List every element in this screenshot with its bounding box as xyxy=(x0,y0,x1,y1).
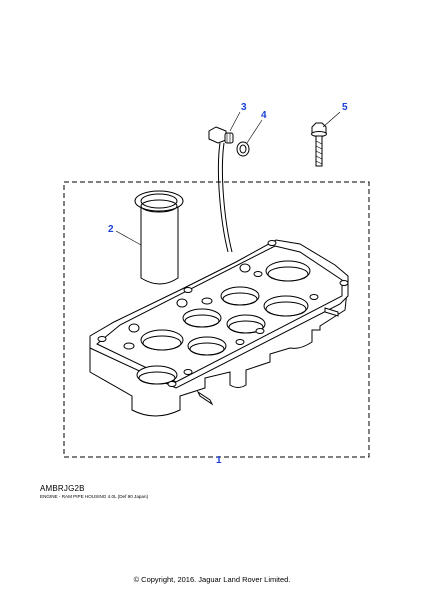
washer-part-4[interactable] xyxy=(236,141,250,157)
callout-1[interactable]: 1 xyxy=(216,455,222,466)
ram-pipe-part-2[interactable] xyxy=(134,190,184,285)
callout-4[interactable]: 4 xyxy=(261,110,267,121)
ram-pipe-housing-part-1[interactable] xyxy=(89,239,349,417)
copyright-notice: © Copyright, 2016. Jaguar Land Rover Lim… xyxy=(133,575,291,584)
callout-3[interactable]: 3 xyxy=(241,102,247,113)
callout-5[interactable]: 5 xyxy=(342,102,348,113)
sensor-part-3[interactable] xyxy=(208,126,234,253)
callout-2[interactable]: 2 xyxy=(108,224,114,235)
bolt-part-5[interactable] xyxy=(311,122,327,167)
illustration-caption: ENGINE - RAM PIPE HOUSING 4.0L (Def 90 J… xyxy=(40,494,149,499)
assembly-boundary xyxy=(63,181,370,458)
illustration-code: AMBRJG2B xyxy=(40,484,85,493)
